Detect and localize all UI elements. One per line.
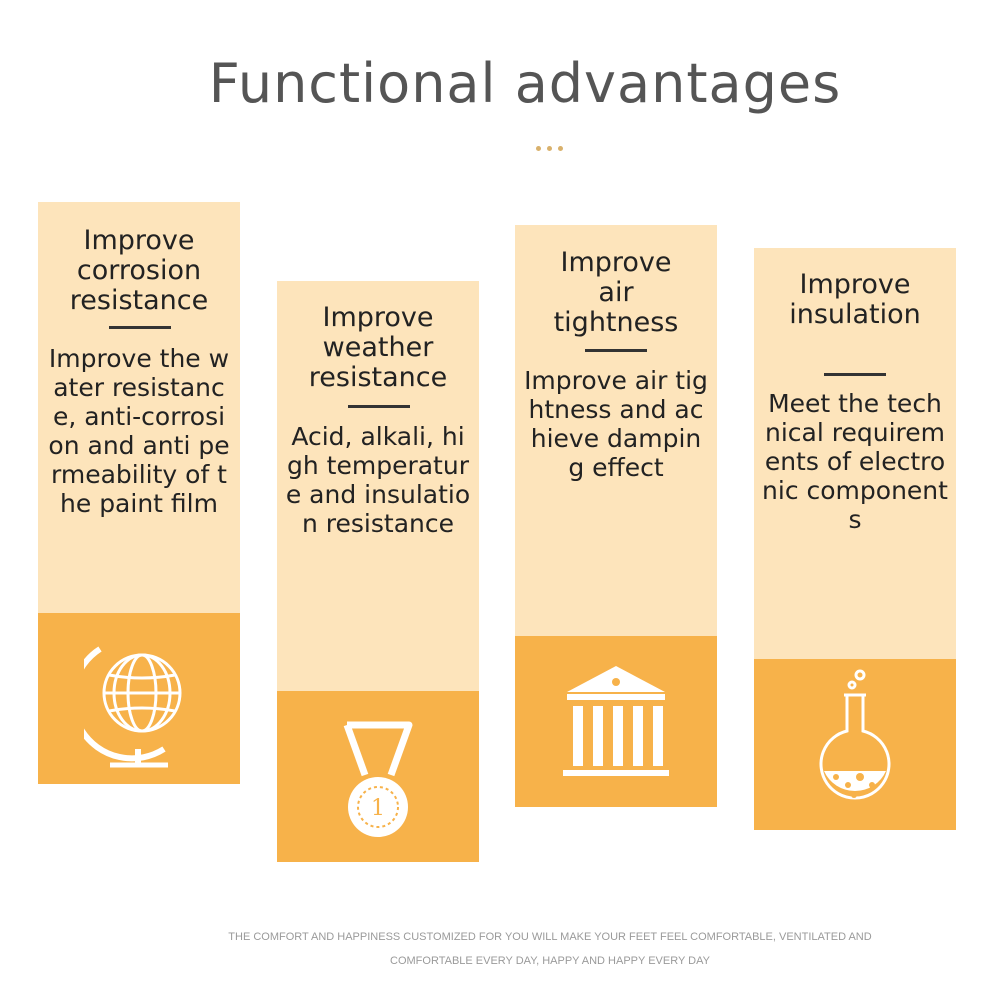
card-heading: Improve weather resistance: [308, 302, 448, 393]
card-heading: Improve air tightness: [553, 247, 679, 338]
medal-number: 1: [371, 796, 385, 821]
card-divider: [109, 326, 171, 329]
card-icon-panel: [754, 659, 956, 830]
card-description: Improve the water resistance, anti-corro…: [48, 344, 230, 518]
footer-line-1: THE COMFORT AND HAPPINESS CUSTOMIZED FOR…: [228, 931, 872, 943]
card-insulation: Improve insulation Meet the technical re…: [754, 248, 956, 830]
card-description: Meet the technical requirements of elect…: [762, 389, 948, 534]
card-heading: Improve insulation: [789, 269, 921, 330]
globe-icon: [84, 646, 182, 768]
bank-icon: [563, 666, 669, 776]
card-weather-resistance: Improve weather resistance Acid, alkali,…: [277, 281, 479, 862]
card-divider: [585, 349, 647, 352]
card-icon-panel: [515, 636, 717, 807]
card-air-tightness: Improve air tightness Improve air tightn…: [515, 225, 717, 807]
card-icon-panel: [38, 613, 240, 784]
card-heading: Improve corrosion resistance: [69, 225, 209, 316]
medal-icon: 1: [343, 721, 413, 837]
card-corrosion-resistance: Improve corrosion resistance Improve the…: [38, 202, 240, 784]
card-divider: [824, 373, 886, 376]
card-description: Acid, alkali, high temperature and insul…: [285, 422, 471, 538]
flask-icon: [819, 669, 891, 800]
card-description: Improve air tightness and achieve dampin…: [524, 366, 708, 482]
page-title: Functional advantages: [208, 52, 842, 115]
title-dots-divider: [536, 146, 563, 151]
card-icon-panel: 1: [277, 691, 479, 862]
card-divider: [348, 405, 410, 408]
footer-line-2: COMFORTABLE EVERY DAY, HAPPY AND HAPPY E…: [390, 955, 710, 967]
